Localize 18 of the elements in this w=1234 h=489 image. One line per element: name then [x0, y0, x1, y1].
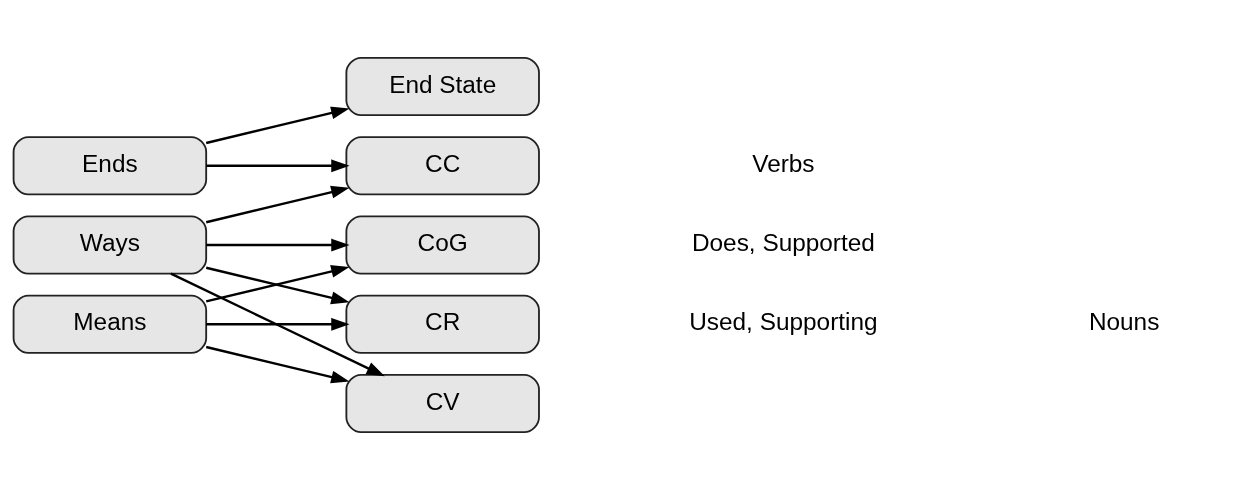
node-box: Ends — [12, 135, 208, 195]
arrow — [205, 345, 350, 383]
arrow — [205, 185, 350, 223]
node-box: CV — [345, 373, 540, 433]
label: Nouns — [1088, 307, 1160, 335]
arrow — [206, 317, 350, 331]
label: Verbs — [752, 149, 815, 177]
node-box: Ways — [12, 214, 208, 275]
node-box: CC — [345, 135, 540, 195]
arrow — [206, 238, 350, 251]
arrow — [205, 106, 350, 144]
label: Used, Supporting — [689, 307, 878, 335]
node-box: Means — [12, 294, 208, 354]
node-box: CR — [345, 294, 540, 354]
label: Does, Supported — [691, 228, 875, 256]
arrow — [206, 158, 350, 172]
node-box: End State — [345, 56, 540, 116]
node-box: CoG — [345, 214, 540, 275]
